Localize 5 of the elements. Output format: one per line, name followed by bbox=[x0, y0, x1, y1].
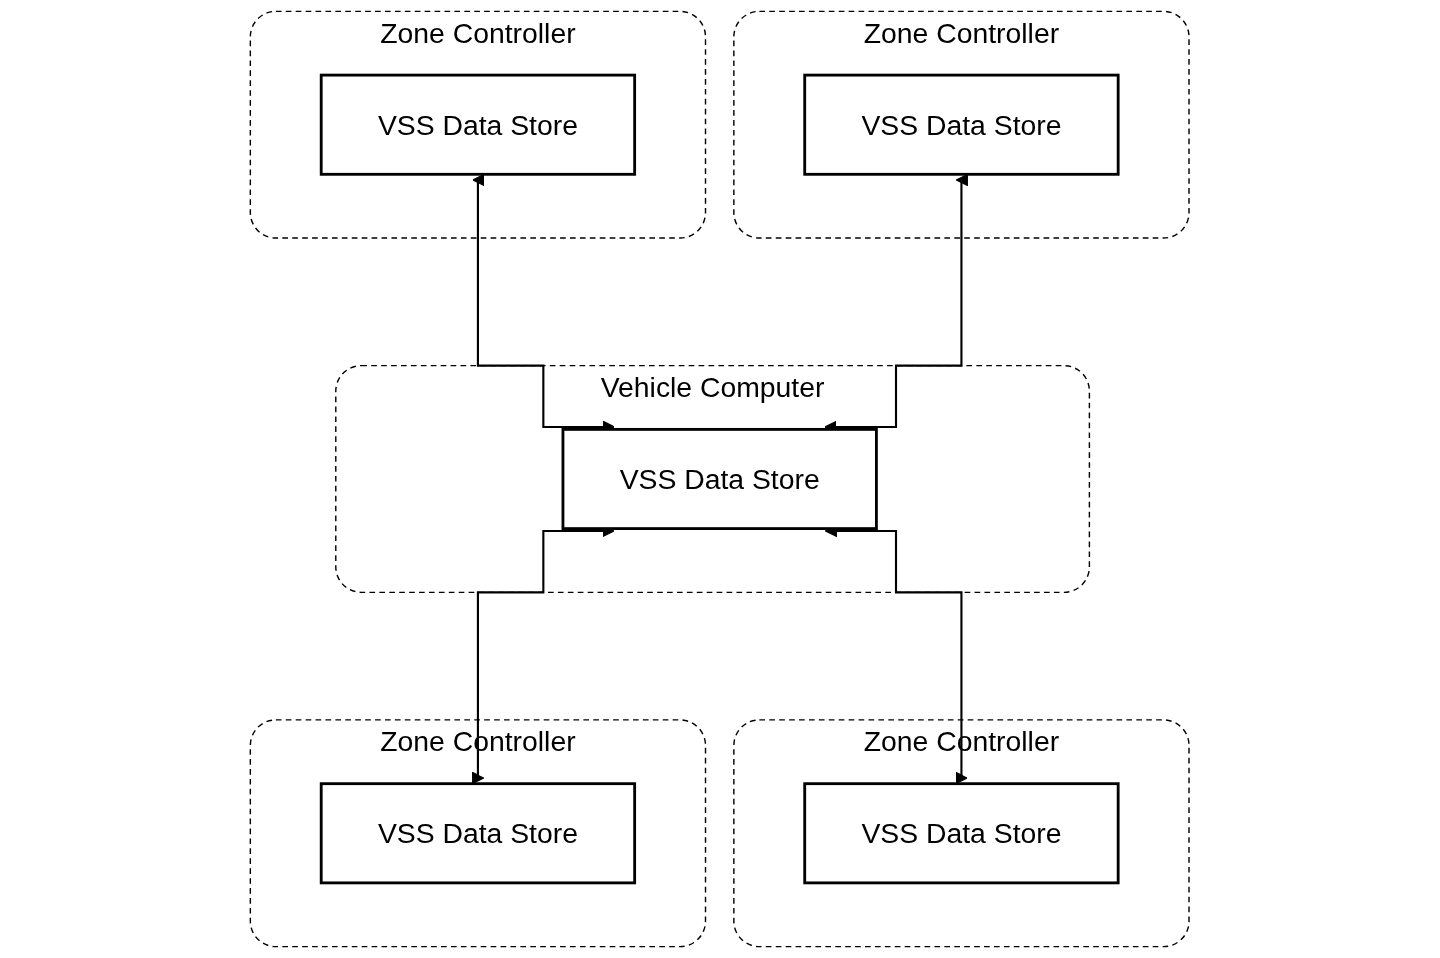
node-box: VSS Data Store bbox=[803, 73, 1120, 176]
node-box: VSS Data Store bbox=[561, 427, 879, 530]
node-box: VSS Data Store bbox=[320, 73, 637, 176]
node-box: VSS Data Store bbox=[803, 782, 1120, 885]
node-box: VSS Data Store bbox=[320, 782, 637, 885]
